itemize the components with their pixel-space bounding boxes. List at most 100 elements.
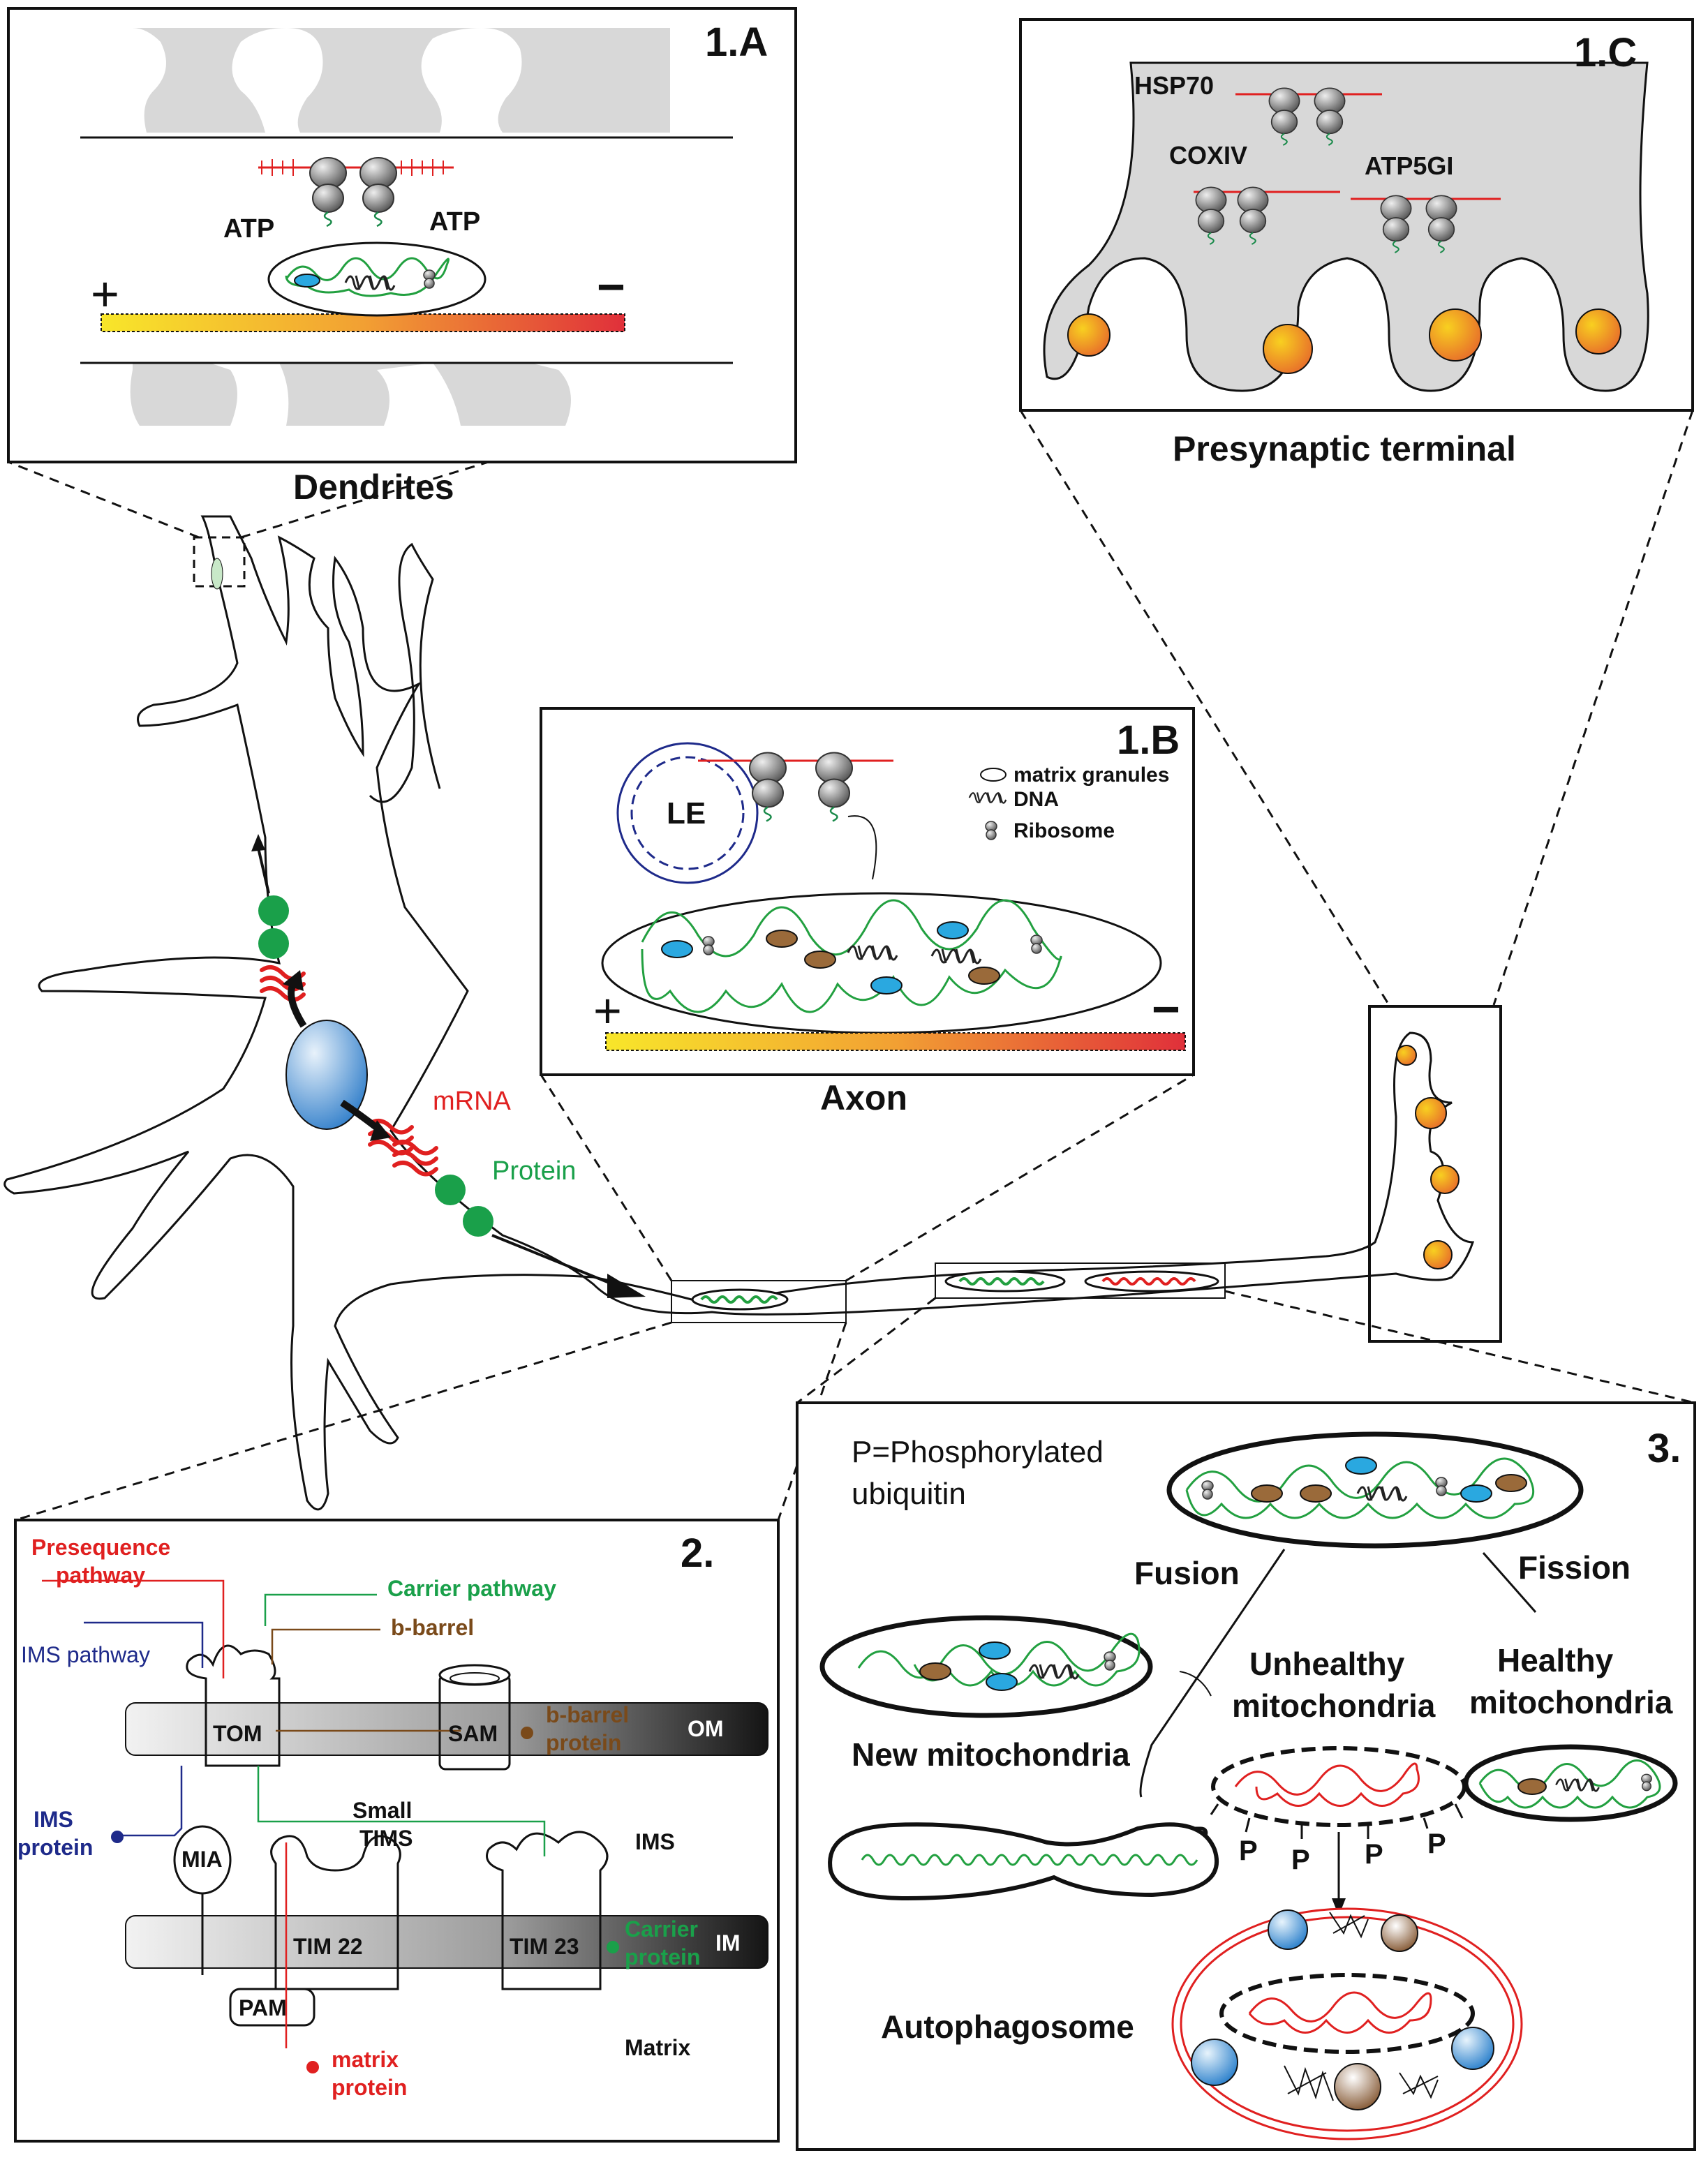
neuron: mRNA Protein: [3, 515, 1502, 1511]
p-mark-5: P: [1427, 1828, 1446, 1859]
plus-end-1a: +: [91, 267, 119, 321]
new-mito-granule-3: [986, 1673, 1018, 1691]
ims-label: IMS: [635, 1829, 675, 1854]
pam-label: PAM: [239, 1995, 287, 2020]
protein-axon-1: [435, 1175, 466, 1205]
arrow-nucleus-up-head: [283, 970, 304, 991]
unhealthy-cristae: [1234, 1762, 1420, 1807]
autophagosome-label: Autophagosome: [881, 2009, 1134, 2045]
axon-body: [369, 542, 441, 803]
zoom-lines-1c: [1019, 410, 1694, 1006]
hsp70-label: HSP70: [1134, 71, 1214, 100]
zoom-lines-1a: [8, 461, 489, 539]
auto-content-dna-3: [1399, 2072, 1439, 2099]
p-definition-1: P=Phosphorylated: [852, 1435, 1104, 1469]
panel-1b: LE + − matrix granules DNA Ribosome 1.B: [540, 707, 1195, 1076]
neuron-outline: [3, 515, 1475, 1511]
carrier-route-line: [257, 1766, 546, 1856]
unhealthy-label-2: mitochondria: [1232, 1688, 1436, 1724]
axon-mito-1-cristae: [700, 1295, 778, 1304]
ims-pathway-label: IMS pathway: [21, 1642, 150, 1667]
granule-1b-2: [766, 930, 798, 948]
carrier-pathway-label: Carrier pathway: [387, 1576, 556, 1601]
dendrite-top-spines: [133, 28, 670, 133]
auto-content-dna-2: [1284, 2065, 1334, 2101]
arrow-dendrite-up-head: [251, 834, 265, 851]
arrow-axon-transport: [491, 1234, 622, 1289]
ims-protein-label-1: IMS: [34, 1807, 73, 1832]
mito-top-cristae: [1185, 1457, 1535, 1519]
arrow-nucleus-down-head: [370, 1120, 391, 1141]
b-barrel-protein-dot: [521, 1727, 533, 1739]
plus-end-1b: +: [593, 983, 622, 1038]
fission-line: [1482, 1552, 1537, 1613]
autophagosome-inner: [1180, 1916, 1515, 2132]
mito-top-granule-3: [1345, 1457, 1377, 1475]
granule-1b-4: [870, 976, 903, 995]
new-mito-granule-1: [919, 1662, 951, 1681]
axon-mitochondrion-2: [944, 1270, 1066, 1293]
auto-content-brown-1: [1381, 1914, 1418, 1952]
import-arrow-1b: [847, 815, 877, 880]
panel-2-label: 2.: [681, 1530, 714, 1576]
sam-label: SAM: [448, 1721, 498, 1746]
p-mark-4: P: [1365, 1839, 1383, 1870]
pam-complex: [229, 1988, 315, 2027]
atp-label-right: ATP: [429, 207, 480, 237]
zoom-lines-2: [15, 1321, 847, 1521]
sam-top-inner: [450, 1672, 500, 1685]
small-tims-label-2: TIMS: [359, 1826, 413, 1851]
im-label: IM: [715, 1930, 741, 1956]
new-mito-label: New mitochondria: [852, 1736, 1130, 1773]
presequence-label-2: pathway: [56, 1563, 145, 1588]
outer-membrane: [125, 1702, 768, 1756]
arrow-axon-transport-head: [607, 1274, 646, 1298]
p-mark-2: P: [1239, 1835, 1258, 1866]
b-barrel-protein-label-1: b-barrel: [546, 1702, 629, 1727]
fusing-mitochondria: [828, 1822, 1219, 1901]
tim22-complex: [270, 1835, 401, 1990]
atp5gi-label: ATP5GI: [1365, 151, 1453, 180]
legend-granule-icon: [980, 768, 1007, 782]
fusion-label: Fusion: [1134, 1555, 1240, 1591]
granule-1b-3: [804, 951, 836, 969]
small-tims-label-1: Small: [352, 1798, 412, 1823]
vesicle-1c-4: [1575, 308, 1621, 355]
axon-mito-2-cristae: [958, 1277, 1045, 1286]
tim23-complex: [486, 1831, 609, 1990]
b-barrel-protein-label-2: protein: [546, 1730, 621, 1755]
coxiv-label: COXIV: [1169, 141, 1247, 170]
minus-end-1a: −: [597, 260, 625, 314]
axon-mitochondrion-1: [691, 1288, 789, 1311]
le-label: LE: [667, 796, 706, 831]
zoom-box-1b: [671, 1280, 847, 1323]
presequence-pathway-line: [42, 1579, 225, 1678]
new-to-unhealthy-arrow: [1179, 1671, 1212, 1697]
b-barrel-pathway-line: [271, 1628, 380, 1664]
new-mitochondrion: [819, 1615, 1153, 1718]
mito-top-granule-4: [1460, 1484, 1492, 1503]
presynaptic-shape: [1043, 61, 1649, 392]
auto-content-dna-1: [1329, 1912, 1369, 1939]
unhealthy-label-1: Unhealthy: [1249, 1646, 1405, 1682]
mrna-label: mRNA: [433, 1087, 512, 1116]
fusion-line: [1139, 1549, 1286, 1798]
terminal-vesicle-3: [1430, 1165, 1460, 1194]
auto-content-brown-2: [1334, 2063, 1381, 2110]
carrier-pathway-line: [264, 1593, 377, 1626]
tom-label: TOM: [213, 1721, 262, 1746]
terminal-vesicle-4: [1423, 1240, 1453, 1269]
legend-ribosome: Ribosome: [1013, 819, 1115, 842]
carrier-protein-dot: [607, 1941, 619, 1953]
panel-1b-label: 1.B: [1117, 717, 1180, 763]
panel-1c: HSP70 COXIV ATP5GI 1.C: [1019, 18, 1694, 412]
healthy-granule: [1517, 1778, 1547, 1795]
healthy-label-1: Healthy: [1497, 1642, 1614, 1678]
zoom-lines-1b: [540, 1073, 1194, 1282]
granule-1b-6: [968, 967, 1000, 985]
axon-mito-3-cristae: [1101, 1277, 1196, 1286]
protein-dendrite-1: [258, 895, 289, 926]
zoom-lines-3: [796, 1290, 1695, 1404]
auto-content-blue-2: [1191, 2039, 1238, 2086]
